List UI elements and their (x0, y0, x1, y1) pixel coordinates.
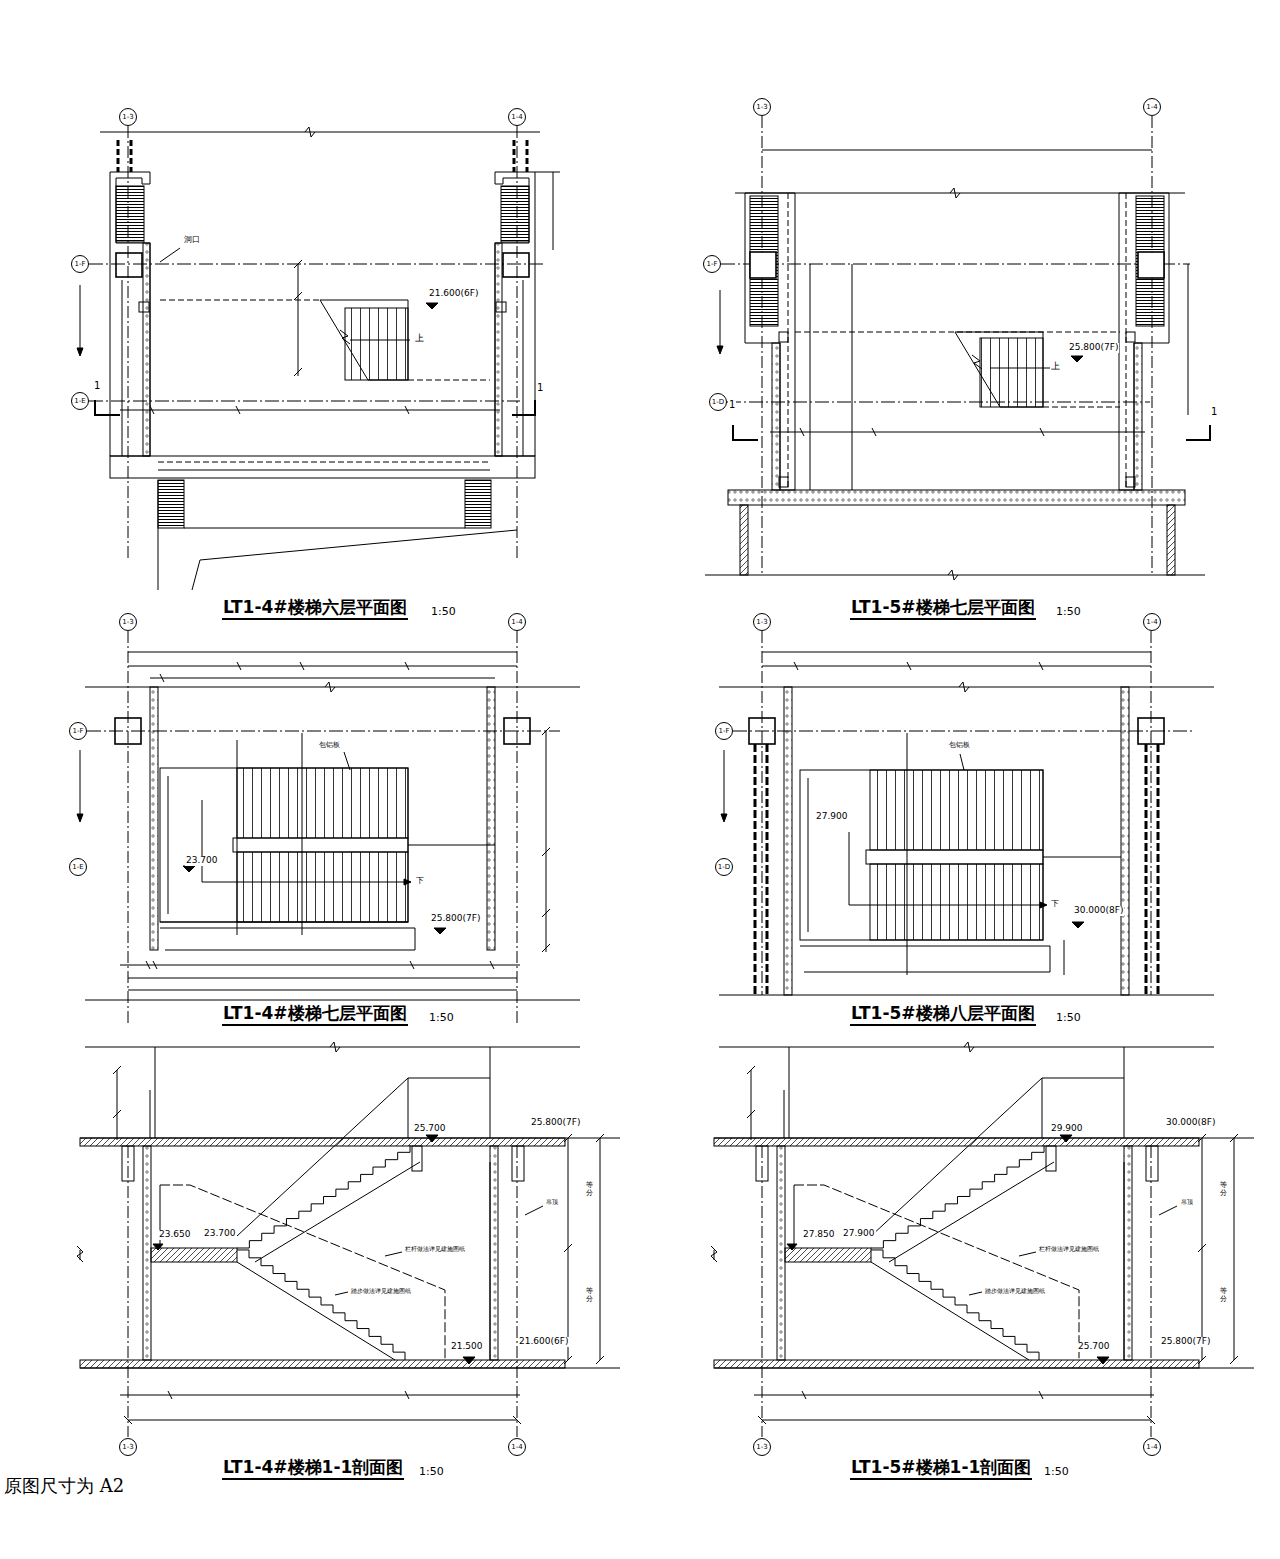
annotation: 25.800(7F) (430, 914, 481, 924)
annotation: 下 (415, 877, 425, 886)
grid-bubble: 1-3 (119, 613, 137, 631)
grid-bubble: 1-F (715, 722, 733, 740)
annotation: 洞口 (183, 236, 201, 245)
annotation: 23.700 (203, 1229, 237, 1239)
grid-label: 1-3 (122, 114, 133, 121)
grid-label: 1-F (706, 261, 717, 268)
caption: 原图尺寸为 A2 (3, 1476, 125, 1496)
grid-bubble: 1-E (69, 858, 87, 876)
dimension-note: 等分 (1220, 1182, 1227, 1197)
dimension-note: 等分 (1220, 1288, 1227, 1303)
annotation: 25.700 (413, 1124, 447, 1134)
annotation: 29.900 (1050, 1124, 1084, 1134)
drawing-title: LT1-5#楼梯八层平面图 (850, 1004, 1036, 1026)
grid-bubble: 1-F (69, 722, 87, 740)
grid-bubble: 1-3 (753, 613, 771, 631)
grid-bubble: 1-E (71, 392, 89, 410)
grid-label: 1-3 (756, 1444, 767, 1451)
annotation: 25.800(7F) (1160, 1337, 1211, 1347)
annotation: 27.850 (802, 1230, 836, 1240)
annotation: 栏杆做法详见建施图纸 (1038, 1246, 1100, 1253)
annotation: 包铝板 (318, 742, 341, 750)
dimension-note: 等分 (586, 1182, 593, 1197)
annotation: 上 (414, 334, 425, 344)
annotation: 27.900 (842, 1229, 876, 1239)
scale-label: 1:50 (1055, 606, 1082, 618)
grid-label: 1-4 (511, 114, 522, 121)
annotation: 上 (1050, 362, 1061, 372)
annotation: 吊顶 (545, 1199, 559, 1206)
annotation: 1 (536, 382, 544, 393)
grid-label: 1-3 (122, 619, 133, 626)
drawing-title: LT1-4#楼梯1-1剖面图 (222, 1458, 404, 1480)
grid-label: 1-3 (756, 619, 767, 626)
grid-bubble: 1-3 (753, 98, 771, 116)
grid-bubble: 1-D (709, 393, 727, 411)
scale-label: 1:50 (418, 1466, 445, 1478)
annotation: 1 (728, 399, 736, 410)
drawing-title: LT1-5#楼梯七层平面图 (850, 598, 1036, 620)
grid-bubble: 1-F (71, 255, 89, 273)
annotation: 25.700 (1077, 1342, 1111, 1352)
scale-label: 1:50 (1055, 1012, 1082, 1024)
scale-label: 1:50 (428, 1012, 455, 1024)
annotation: 25.800(7F) (530, 1118, 581, 1128)
grid-bubble: 1-4 (508, 613, 526, 631)
annotation: 21.600(6F) (428, 289, 479, 299)
annotation: 包铝板 (948, 742, 971, 750)
grid-label: 1-F (718, 728, 729, 735)
annotation: 25.800(7F) (1068, 343, 1119, 353)
grid-bubble: 1-4 (1143, 98, 1161, 116)
drawing-title: LT1-5#楼梯1-1剖面图 (850, 1458, 1032, 1480)
grid-bubble: 1-4 (508, 108, 526, 126)
grid-bubble: 1-3 (119, 108, 137, 126)
grid-label: 1-3 (122, 1444, 133, 1451)
grid-bubble: 1-4 (508, 1438, 526, 1456)
grid-label: 1-E (72, 864, 83, 871)
drawing-title: LT1-4#楼梯七层平面图 (222, 1004, 408, 1026)
dimension-note: 等分 (586, 1288, 593, 1303)
grid-bubble: 1-3 (119, 1438, 137, 1456)
drawing-title: LT1-4#楼梯六层平面图 (222, 598, 408, 620)
scale-label: 1:50 (1043, 1466, 1070, 1478)
grid-label: 1-D (718, 864, 730, 871)
grid-label: 1-E (74, 398, 85, 405)
grid-bubble: 1-3 (753, 1438, 771, 1456)
annotation: 踏步做法详见建施图纸 (350, 1288, 412, 1295)
grid-bubble: 1-F (703, 255, 721, 273)
annotation: 1 (1210, 406, 1218, 417)
grid-label: 1-4 (511, 619, 522, 626)
grid-bubble: 1-4 (1143, 1438, 1161, 1456)
annotation: 21.600(6F) (518, 1337, 569, 1347)
grid-label: 1-F (74, 261, 85, 268)
annotation: 30.000(8F) (1165, 1118, 1216, 1128)
annotation: 21.500 (450, 1342, 484, 1352)
annotation: 30.000(8F) (1073, 906, 1124, 916)
annotation: 踏步做法详见建施图纸 (984, 1288, 1046, 1295)
grid-label: 1-3 (756, 104, 767, 111)
annotation: 1 (93, 380, 101, 391)
annotation: 下 (1050, 900, 1060, 909)
annotation: 23.650 (158, 1230, 192, 1240)
grid-bubble: 1-4 (1143, 613, 1161, 631)
grid-label: 1-4 (1146, 104, 1157, 111)
grid-label: 1-4 (511, 1444, 522, 1451)
scale-label: 1:50 (430, 606, 457, 618)
annotation: 栏杆做法详见建施图纸 (404, 1246, 466, 1253)
grid-label: 1-4 (1146, 619, 1157, 626)
annotation: 27.900 (815, 812, 849, 822)
grid-bubble: 1-D (715, 858, 733, 876)
annotation: 23.700 (185, 856, 219, 866)
grid-label: 1-F (72, 728, 83, 735)
annotation: 吊顶 (1180, 1199, 1194, 1206)
grid-label: 1-D (712, 399, 724, 406)
grid-label: 1-4 (1146, 1444, 1157, 1451)
